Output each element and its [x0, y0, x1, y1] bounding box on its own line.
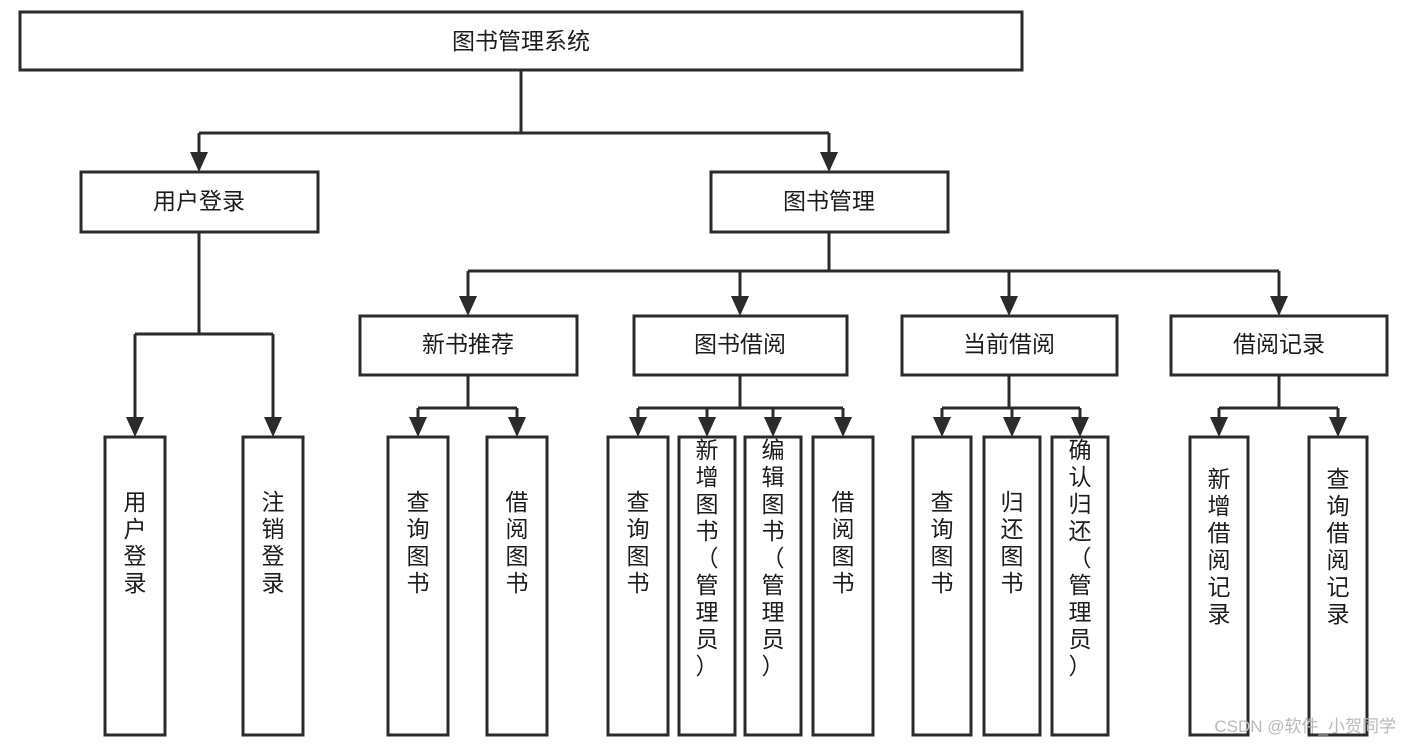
- leaf-query-book-recommend-box[interactable]: [386, 435, 450, 737]
- leaf-add-borrow-record-box[interactable]: [1188, 435, 1250, 737]
- leaf-borrow-book-recommend-label: 借阅图书: [506, 489, 529, 596]
- leaf-borrow-book-recommend-box[interactable]: [485, 435, 549, 737]
- arrow-to-leaf-add-borrow-record: [1210, 417, 1228, 437]
- leaf-add-borrow-record-label: 新增借阅记录: [1208, 466, 1231, 627]
- node-borrow-record-box[interactable]: [1169, 314, 1389, 377]
- arrow-to-leaf-add-book-admin: [698, 417, 716, 437]
- leaf-user-login-box[interactable]: [103, 435, 167, 737]
- node-book-borrow-box[interactable]: [632, 314, 849, 377]
- leaf-query-book-recommend[interactable]: 查询图书: [386, 435, 450, 737]
- leaf-query-book-borrow-label: 查询图书: [627, 489, 650, 596]
- leaf-user-login[interactable]: 用户登录: [103, 435, 167, 737]
- node-root-label: 图书管理系统: [452, 28, 590, 54]
- node-new-book-recommend-label: 新书推荐: [422, 331, 514, 357]
- node-user-login-box[interactable]: [79, 170, 320, 234]
- leaf-query-borrow-record[interactable]: 查询借阅记录: [1307, 435, 1369, 737]
- arrow-to-book-management: [820, 152, 838, 172]
- leaf-return-book-box[interactable]: [982, 435, 1042, 737]
- leaf-edit-book-admin-label: 编辑图书（管理员）: [762, 437, 785, 679]
- leaf-edit-book-admin[interactable]: 编辑图书（管理员）: [743, 435, 803, 737]
- leaf-logout-login-box[interactable]: [241, 435, 305, 737]
- leaf-add-borrow-record[interactable]: 新增借阅记录: [1188, 435, 1250, 737]
- leaf-return-book[interactable]: 归还图书: [982, 435, 1042, 737]
- arrow-to-leaf-query-book-current: [933, 417, 951, 437]
- arrow-to-borrow-record: [1270, 296, 1288, 316]
- node-new-book-recommend-box[interactable]: [358, 314, 579, 377]
- leaf-query-book-recommend-label: 查询图书: [407, 489, 430, 596]
- leaf-confirm-return-admin-label: 确认归还（管理员）: [1069, 437, 1092, 679]
- leaf-query-book-borrow-box[interactable]: [606, 435, 670, 737]
- node-book-borrow-label: 图书借阅: [694, 331, 786, 357]
- leaf-logout-login-label: 注销登录: [262, 489, 285, 596]
- node-book-management-label: 图书管理: [783, 188, 875, 214]
- arrow-to-leaf-confirm-return-admin: [1071, 417, 1089, 437]
- leaf-query-borrow-record-label: 查询借阅记录: [1327, 466, 1350, 627]
- node-current-borrow-box[interactable]: [900, 314, 1119, 377]
- leaf-confirm-return-admin[interactable]: 确认归还（管理员）: [1050, 435, 1110, 737]
- arrow-to-book-borrow: [731, 296, 749, 316]
- node-current-borrow-label: 当前借阅: [963, 331, 1055, 357]
- node-borrow-record[interactable]: 借阅记录: [1169, 314, 1389, 377]
- node-borrow-record-label: 借阅记录: [1233, 331, 1325, 357]
- leaf-query-borrow-record-box[interactable]: [1307, 435, 1369, 737]
- connector-layer: [126, 70, 1347, 437]
- leaf-add-book-admin-label: 新增图书（管理员）: [696, 437, 719, 679]
- leaf-query-book-current-box[interactable]: [911, 435, 973, 737]
- arrow-to-leaf-borrow-book-borrow: [834, 417, 852, 437]
- leaf-return-book-label: 归还图书: [1001, 489, 1024, 596]
- leaf-borrow-book-recommend[interactable]: 借阅图书: [485, 435, 549, 737]
- leaf-confirm-return-admin-box[interactable]: [1050, 435, 1110, 737]
- arrow-to-leaf-query-book-borrow: [629, 417, 647, 437]
- node-book-borrow[interactable]: 图书借阅: [632, 314, 849, 377]
- leaf-borrow-book-borrow[interactable]: 借阅图书: [811, 435, 875, 737]
- leaf-add-book-admin-box[interactable]: [677, 435, 737, 737]
- leaf-add-book-admin[interactable]: 新增图书（管理员）: [677, 435, 737, 737]
- node-root-box[interactable]: [18, 10, 1024, 72]
- leaf-query-book-current[interactable]: 查询图书: [911, 435, 973, 737]
- arrow-to-current-borrow: [1000, 296, 1018, 316]
- arrow-to-leaf-logout-login: [264, 417, 282, 437]
- arrow-to-leaf-query-book-recommend: [409, 417, 427, 437]
- arrow-to-leaf-query-borrow-record: [1329, 417, 1347, 437]
- node-user-login[interactable]: 用户登录: [79, 170, 320, 234]
- node-book-management-box[interactable]: [709, 170, 950, 234]
- node-root[interactable]: 图书管理系统: [18, 10, 1024, 72]
- arrow-to-leaf-user-login: [126, 417, 144, 437]
- arrow-to-leaf-edit-book-admin: [764, 417, 782, 437]
- leaf-borrow-book-borrow-box[interactable]: [811, 435, 875, 737]
- arrow-to-user-login: [190, 152, 208, 172]
- node-current-borrow[interactable]: 当前借阅: [900, 314, 1119, 377]
- leaf-edit-book-admin-box[interactable]: [743, 435, 803, 737]
- leaf-query-book-borrow[interactable]: 查询图书: [606, 435, 670, 737]
- leaf-user-login-label: 用户登录: [124, 489, 147, 596]
- leaf-borrow-book-borrow-label: 借阅图书: [832, 489, 855, 596]
- arrow-to-leaf-return-book: [1003, 417, 1021, 437]
- node-new-book-recommend[interactable]: 新书推荐: [358, 314, 579, 377]
- node-book-management[interactable]: 图书管理: [709, 170, 950, 234]
- leaf-logout-login[interactable]: 注销登录: [241, 435, 305, 737]
- leaf-query-book-current-label: 查询图书: [931, 489, 954, 596]
- arrow-to-new-book-recommend: [459, 296, 477, 316]
- arrow-to-leaf-borrow-book-recommend: [508, 417, 526, 437]
- node-user-login-label: 用户登录: [153, 188, 245, 214]
- csdn-watermark: CSDN @软件_小贺同学: [1214, 717, 1396, 736]
